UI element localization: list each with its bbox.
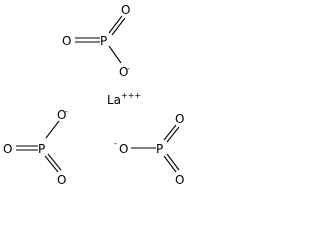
- bond-double-p-o-top-up-2: [111, 17, 126, 36]
- bond-double-p-o-right-down-2: [166, 153, 180, 171]
- atom-phosphorus-left: P: [38, 142, 45, 156]
- atom-phosphorus-right: P: [156, 142, 163, 156]
- atom-oxygen-top-left: O: [62, 34, 71, 48]
- atom-oxygen-left-up: O: [57, 108, 66, 122]
- atom-oxygen-right-up: O: [175, 112, 184, 126]
- atom-oxygen-left: O: [3, 142, 12, 156]
- lanthanum-ion: La +++: [107, 91, 141, 107]
- phosphite-group-right: - O P O O: [114, 112, 184, 187]
- charge-oxygen-top-down: -: [127, 64, 130, 73]
- bond-single-p-o-top-down: [108, 45, 122, 64]
- atom-phosphorus-top: P: [100, 34, 107, 48]
- atom-oxygen-top-down: O: [119, 65, 128, 79]
- atom-oxygen-left-down: O: [57, 173, 66, 187]
- atom-lanthanum: La: [107, 93, 121, 107]
- phosphite-group-left: O - O P O: [3, 107, 68, 187]
- charge-oxygen-left-up: -: [65, 107, 68, 116]
- phosphite-group-top: O P O O -: [62, 3, 130, 79]
- bond-double-p-o-left-down-2: [47, 153, 62, 171]
- atom-oxygen-right-down: O: [175, 173, 184, 187]
- atom-oxygen-right-left: O: [119, 142, 128, 156]
- bond-double-p-o-top-up: [108, 15, 123, 34]
- charge-oxygen-right-left: -: [114, 139, 117, 148]
- bond-double-p-o-right-down: [163, 155, 177, 173]
- charge-lanthanum: +++: [121, 91, 141, 100]
- bond-double-p-o-right-up: [163, 124, 177, 141]
- atom-oxygen-top-up: O: [121, 3, 130, 17]
- bond-double-p-o-left-down: [44, 155, 59, 173]
- chemical-structure: O P O O - La +++ O - O P O - O P O O: [3, 3, 184, 187]
- bond-double-p-o-right-up-2: [166, 126, 180, 143]
- bond-single-p-o-left-up: [45, 120, 60, 139]
